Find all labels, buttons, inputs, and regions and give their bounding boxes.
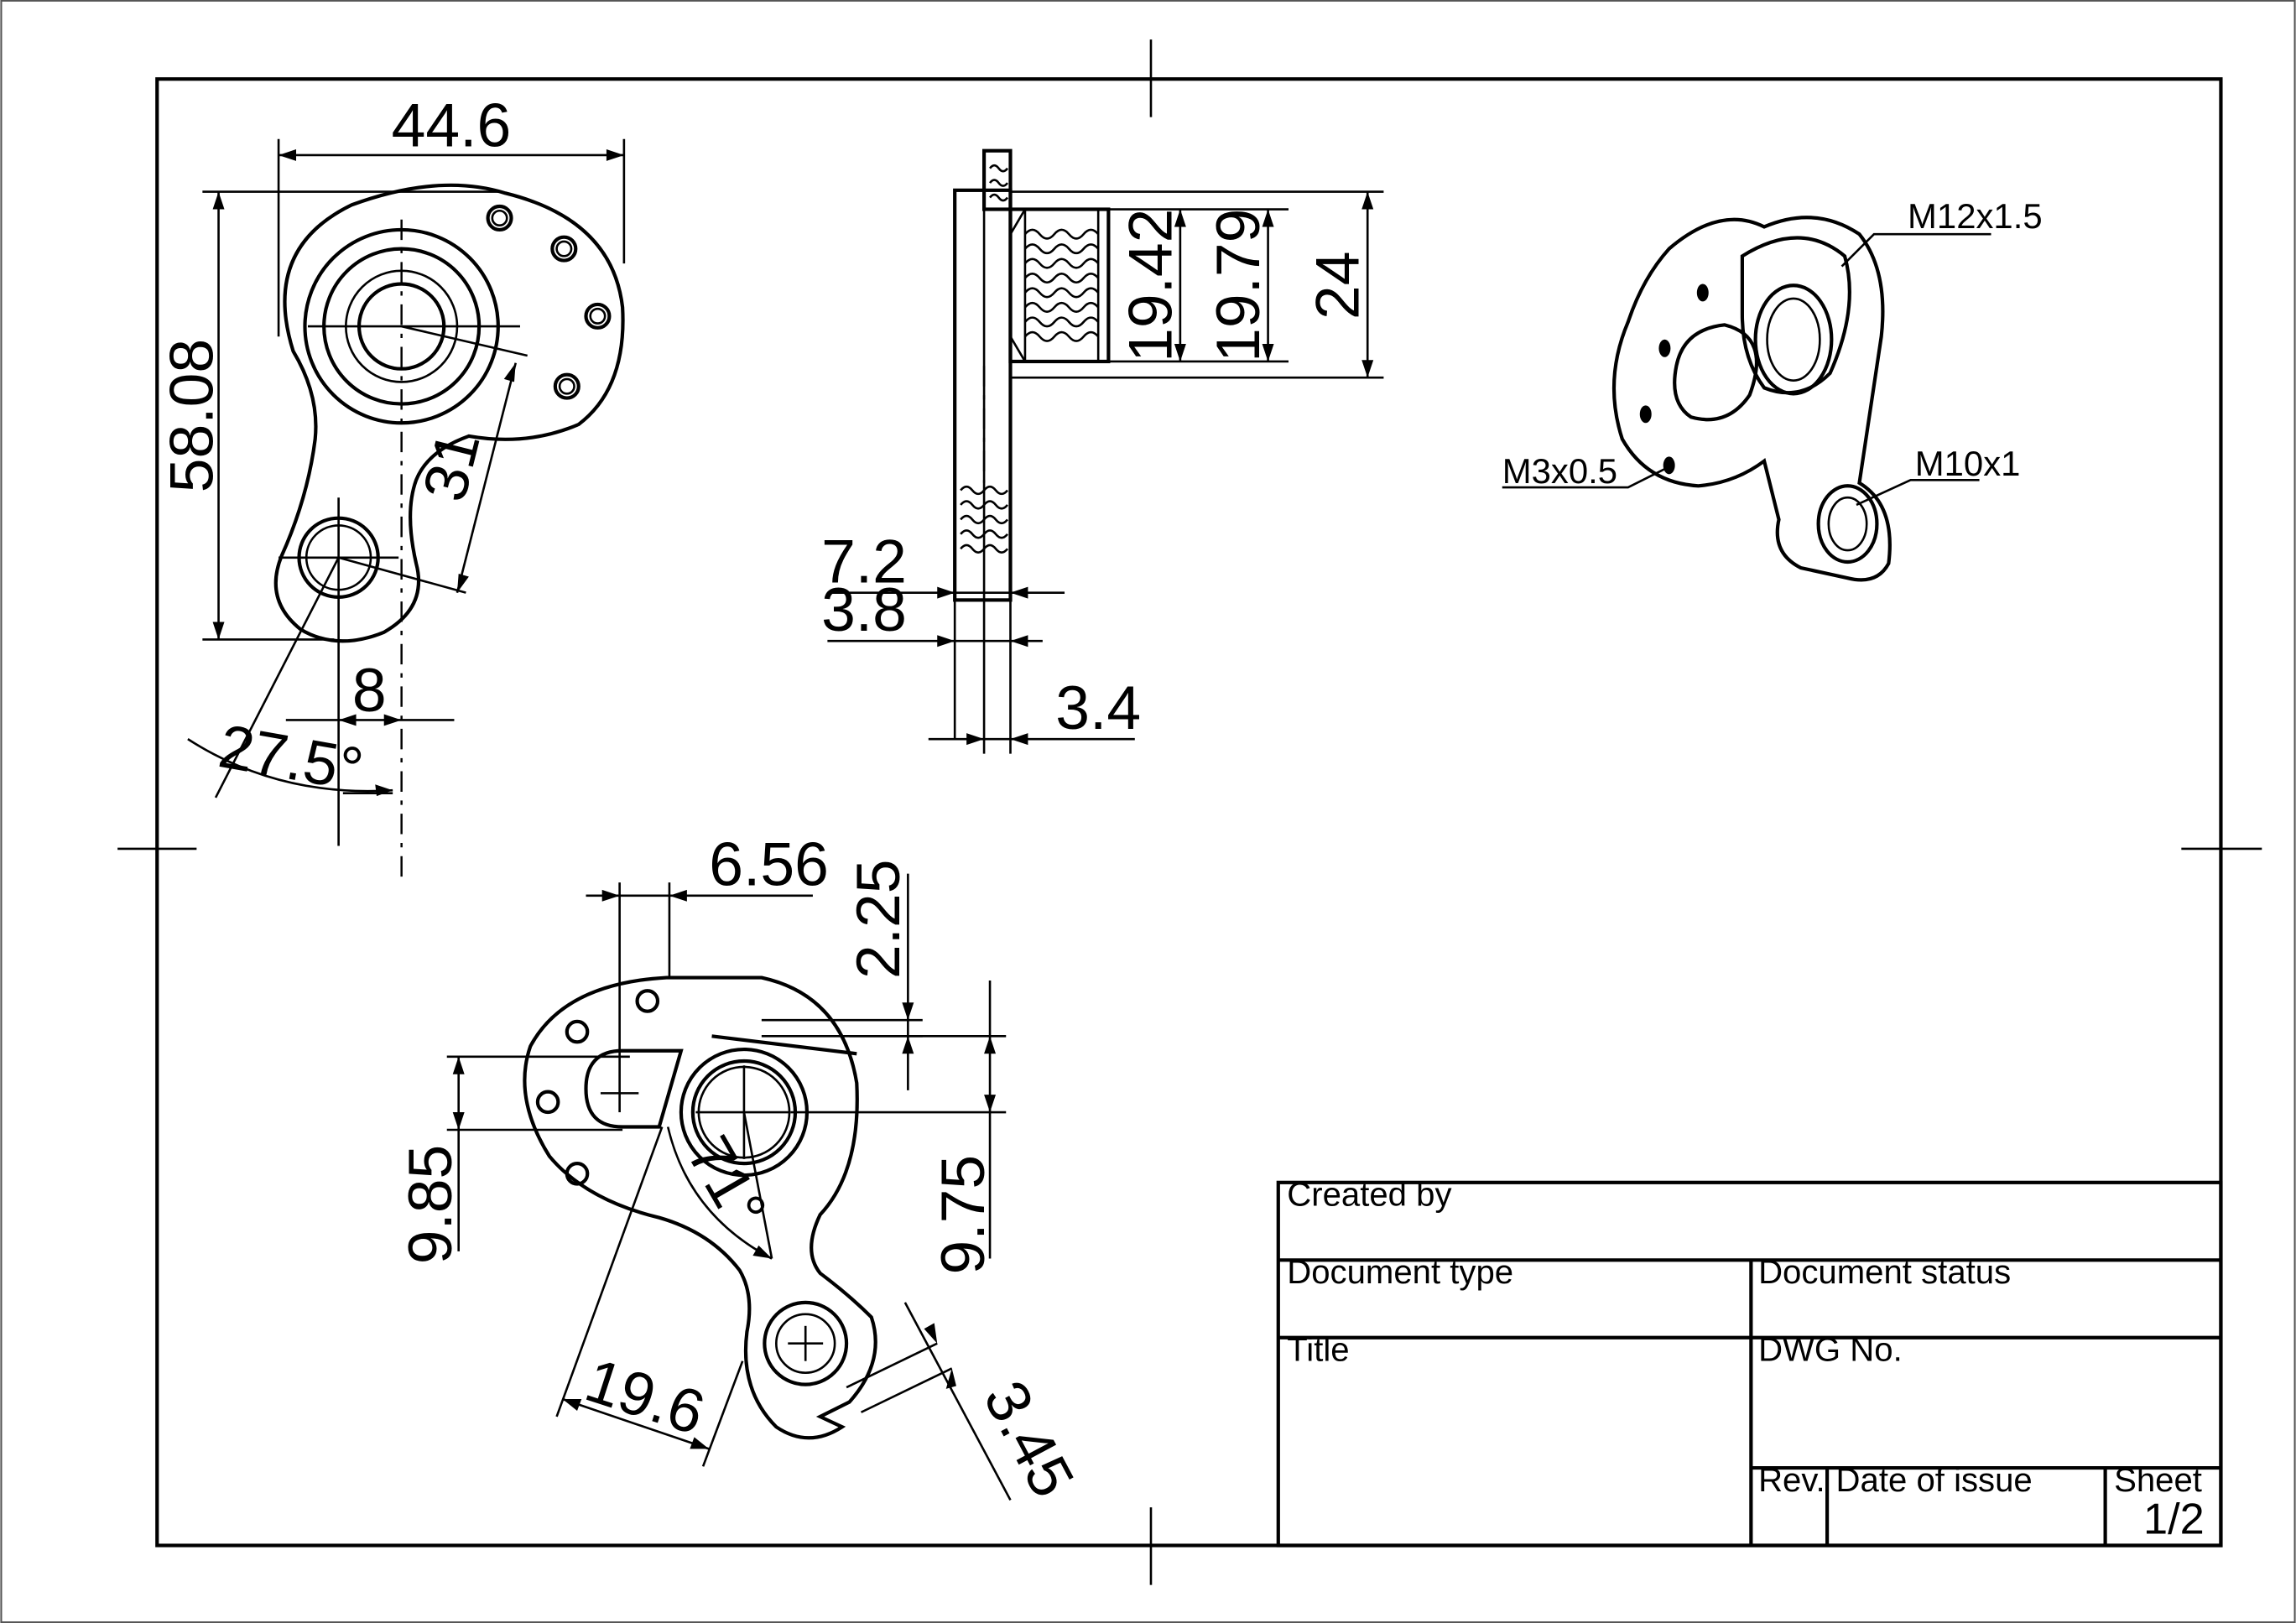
front-view: 44.6 58.08 31 8 27.5° <box>158 91 626 886</box>
dim-9-85: 9.85 <box>396 1145 465 1265</box>
dwg-no-label: DWG No. <box>1758 1331 1903 1369</box>
dim-width-44-6: 44.6 <box>392 91 512 159</box>
drawing-frame <box>155 77 2223 1548</box>
date-of-issue-label: Date of issue <box>1836 1461 2033 1499</box>
isometric-view: M12x1.5 M3x0.5 M10x1 <box>1502 196 2043 582</box>
dim-6-56: 6.56 <box>709 830 829 899</box>
dim-height-58-08: 58.08 <box>158 339 226 492</box>
note-m3: M3x0.5 <box>1502 451 1617 491</box>
created-by-label: Created by <box>1287 1176 1451 1214</box>
document-status-label: Document status <box>1758 1253 2011 1291</box>
centering-marks <box>117 39 2262 1585</box>
dim-3-4: 3.4 <box>1055 674 1141 742</box>
dim-7-2: 7.2 <box>821 527 907 596</box>
side-view: 19.42 19.79 24 7.2 3.8 3.4 <box>821 148 1384 754</box>
dim-3-8: 3.8 <box>821 575 907 644</box>
rev-label: Rev. <box>1758 1461 1825 1499</box>
dim-19-79: 19.79 <box>1204 209 1273 362</box>
title-label: Title <box>1287 1331 1349 1369</box>
dim-24: 24 <box>1304 251 1372 320</box>
thread-hatching <box>960 164 1100 554</box>
dim-31: 31 <box>409 424 492 507</box>
note-m12: M12x1.5 <box>1908 196 2043 236</box>
dim-19-42: 19.42 <box>1116 209 1184 362</box>
document-type-label: Document type <box>1287 1253 1513 1291</box>
note-m10: M10x1 <box>1915 444 2021 483</box>
dim-8: 8 <box>352 656 387 725</box>
sheet-label: Sheet <box>2114 1461 2202 1499</box>
dim-2-25: 2.25 <box>844 859 913 979</box>
title-block: Created by Document type Document status… <box>1276 1176 2223 1548</box>
sheet-value: 1/2 <box>2143 1496 2205 1544</box>
dim-9-75: 9.75 <box>929 1155 997 1275</box>
